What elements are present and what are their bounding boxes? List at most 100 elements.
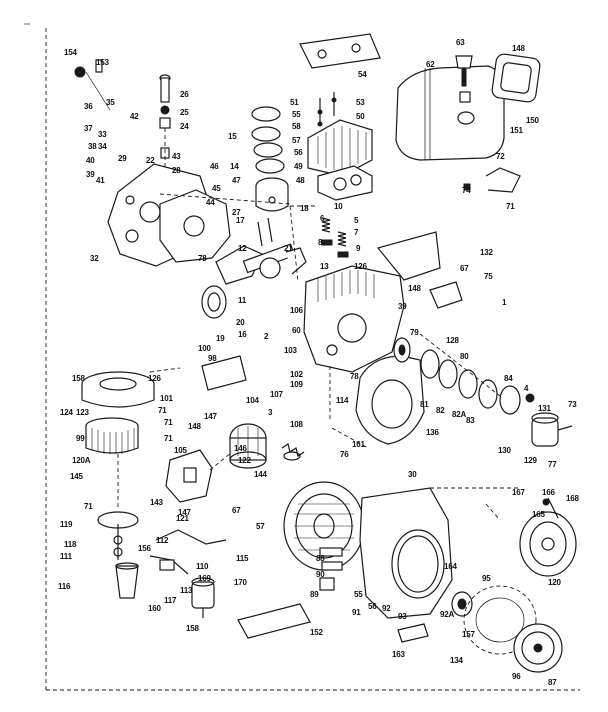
part-label-107: 107 bbox=[270, 390, 283, 399]
part-label-74: 74 bbox=[462, 186, 471, 195]
part-label-28: 28 bbox=[172, 166, 181, 175]
cylinder-block-1 bbox=[303, 265, 405, 373]
part-label-34: 34 bbox=[98, 142, 107, 151]
part-label-32: 32 bbox=[90, 254, 99, 263]
part-label-54: 54 bbox=[358, 70, 367, 79]
part-label-71: 71 bbox=[84, 502, 93, 511]
part-95 bbox=[451, 591, 473, 617]
part-label-145: 145 bbox=[70, 472, 83, 481]
part-label-36: 36 bbox=[84, 102, 93, 111]
part-label-166: 166 bbox=[542, 488, 555, 497]
part-label-56: 56 bbox=[294, 148, 303, 157]
part-label-33: 33 bbox=[98, 130, 107, 139]
brace-72 bbox=[463, 167, 521, 193]
piston-rings-15 bbox=[251, 106, 285, 174]
part-label-38: 38 bbox=[88, 142, 97, 151]
part-label-40: 40 bbox=[86, 156, 95, 165]
part-label-50: 50 bbox=[356, 112, 365, 121]
part-label-95: 95 bbox=[482, 574, 491, 583]
part-label-90: 90 bbox=[316, 570, 325, 579]
part-label-22: 22 bbox=[146, 156, 155, 165]
crankshaft-12 bbox=[215, 243, 307, 285]
part-label-109: 109 bbox=[290, 380, 303, 389]
part-label-154: 154 bbox=[64, 48, 77, 57]
part-label-18: 18 bbox=[300, 204, 309, 213]
part-label-123: 123 bbox=[76, 408, 89, 417]
part-label-4: 4 bbox=[524, 384, 529, 393]
part-label-92: 92 bbox=[382, 604, 391, 613]
valve-stack bbox=[159, 74, 171, 190]
part-label-126: 126 bbox=[148, 374, 161, 383]
part-label-92A: 92A bbox=[440, 610, 455, 619]
part-label-24: 24 bbox=[180, 122, 189, 131]
part-label-117: 117 bbox=[164, 596, 177, 605]
cover-plate-54 bbox=[299, 33, 381, 69]
air-cleaner-124 bbox=[81, 371, 155, 408]
part-label-51: 51 bbox=[290, 98, 299, 107]
part-label-57: 57 bbox=[292, 136, 301, 145]
part-label-153: 153 bbox=[96, 58, 109, 67]
bracket-170 bbox=[237, 603, 311, 639]
part-label-47: 47 bbox=[232, 176, 241, 185]
part-label-55: 55 bbox=[354, 590, 363, 599]
fuel-cap-63 bbox=[455, 55, 473, 87]
part-label-91: 91 bbox=[352, 608, 361, 617]
part-label-3: 3 bbox=[268, 408, 273, 417]
part-label-116: 116 bbox=[58, 582, 71, 591]
part-label-163: 163 bbox=[392, 650, 405, 659]
part-label-81: 81 bbox=[420, 400, 429, 409]
part-label-98: 98 bbox=[208, 354, 217, 363]
cover-gasket-27 bbox=[159, 189, 231, 263]
part-label-9: 9 bbox=[356, 244, 361, 253]
part-label-1: 1 bbox=[502, 298, 507, 307]
part-label-15: 15 bbox=[228, 132, 237, 141]
part-label-58: 58 bbox=[292, 122, 301, 131]
part-label-14: 14 bbox=[230, 162, 239, 171]
part-label-73: 73 bbox=[568, 400, 577, 409]
part-label-121: 121 bbox=[176, 514, 189, 523]
part-label-111: 111 bbox=[60, 552, 72, 561]
blower-housing-73 bbox=[355, 355, 425, 445]
bearing-78 bbox=[393, 337, 411, 363]
part-label-148: 148 bbox=[408, 284, 421, 293]
starter-131 bbox=[531, 412, 573, 447]
part-label-168: 168 bbox=[566, 494, 579, 503]
part-label-46: 46 bbox=[210, 162, 219, 171]
gaskets-80-82 bbox=[420, 349, 498, 409]
part-label-6: 6 bbox=[320, 214, 325, 223]
part-label-82A: 82A bbox=[452, 410, 467, 419]
part-label-27: 27 bbox=[232, 208, 241, 217]
part-label-147: 147 bbox=[178, 508, 191, 517]
spring-114 bbox=[281, 443, 305, 461]
part-label-67: 67 bbox=[460, 264, 469, 273]
part-label-71: 71 bbox=[164, 434, 173, 443]
part-label-100: 100 bbox=[198, 344, 211, 353]
filter-element-123 bbox=[85, 417, 139, 454]
part-label-5: 5 bbox=[354, 216, 359, 225]
part-label-56: 56 bbox=[368, 602, 377, 611]
part-label-152: 152 bbox=[310, 628, 323, 637]
part-label-129: 129 bbox=[524, 456, 537, 465]
head-gasket-48 bbox=[317, 165, 373, 201]
part-label-103: 103 bbox=[284, 346, 297, 355]
part-label-128: 128 bbox=[446, 336, 459, 345]
head-bolts bbox=[317, 92, 337, 127]
part-label-83: 83 bbox=[466, 416, 475, 425]
part-label-25: 25 bbox=[180, 108, 189, 117]
part-label-131: 131 bbox=[538, 404, 551, 413]
part-label-20: 20 bbox=[236, 318, 245, 327]
part-label-43: 43 bbox=[172, 152, 181, 161]
plate-99 bbox=[201, 355, 247, 391]
part-label-78: 78 bbox=[350, 372, 359, 381]
part-label-118: 118 bbox=[64, 540, 77, 549]
part-label-41: 41 bbox=[96, 176, 105, 185]
fuel-tank-62 bbox=[395, 65, 505, 161]
part-label-39: 39 bbox=[86, 170, 95, 179]
part-label-110: 110 bbox=[196, 562, 209, 571]
part-label-26: 26 bbox=[180, 90, 189, 99]
part-label-29: 29 bbox=[118, 154, 127, 163]
part-label-71: 71 bbox=[506, 202, 515, 211]
